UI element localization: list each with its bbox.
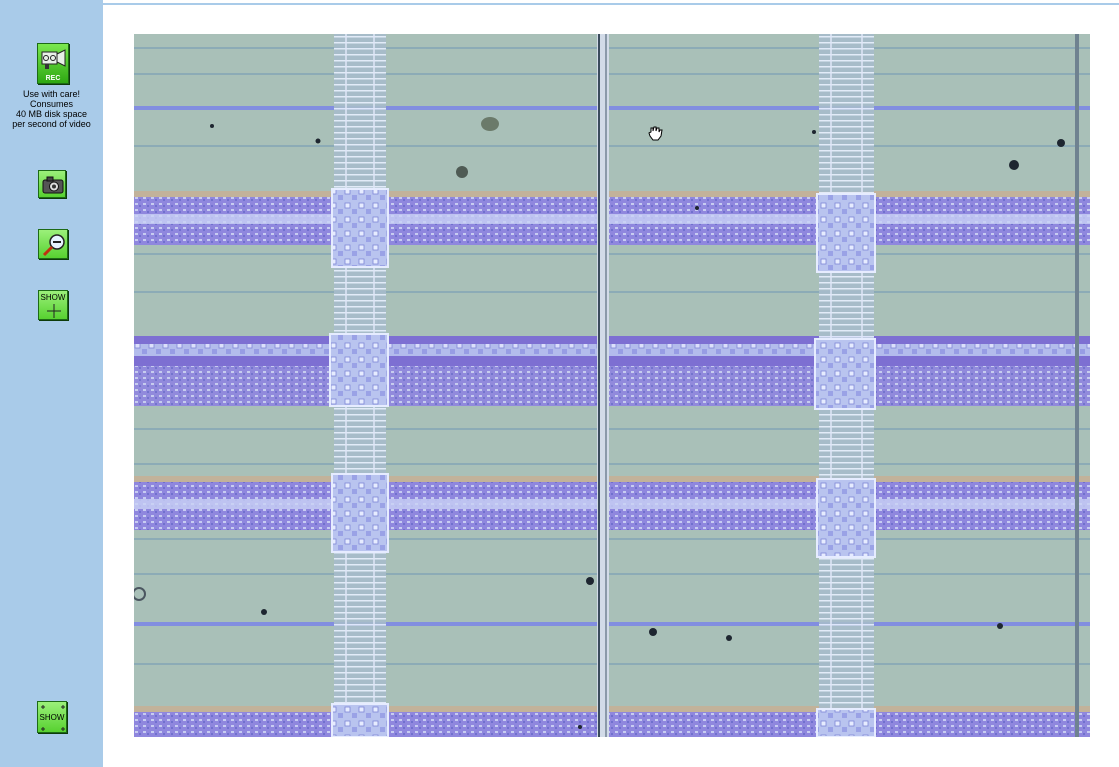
grid-markers-icon <box>41 705 65 731</box>
microscope-video-view[interactable] <box>134 34 1090 737</box>
warning-line: 40 MB disk space <box>15 109 88 119</box>
top-border <box>103 3 1119 5</box>
magnifier-minus-icon <box>42 234 65 257</box>
video-camera-icon <box>41 49 66 69</box>
crosshair-icon <box>47 304 61 318</box>
hand-cursor-icon <box>648 126 663 141</box>
show-grid-label: SHOW <box>39 713 65 722</box>
record-button-label: REC <box>45 75 61 82</box>
show-crosshair-label: SHOW <box>40 293 66 302</box>
warning-line: Use with care! <box>22 89 81 99</box>
show-grid-button[interactable]: SHOW <box>37 701 67 733</box>
record-video-button[interactable]: REC <box>37 43 69 84</box>
chip-die-image <box>134 34 1090 737</box>
recording-warning: Use with care! Consumes 40 MB disk space… <box>0 89 103 129</box>
warning-line: Consumes <box>29 99 74 109</box>
tool-sidebar: REC Use with care! Consumes 40 MB disk s… <box>0 0 103 767</box>
show-crosshair-button[interactable]: SHOW <box>38 290 68 320</box>
zoom-out-button[interactable] <box>38 229 68 259</box>
camera-icon <box>42 176 64 194</box>
snapshot-button[interactable] <box>38 170 66 198</box>
warning-line: per second of video <box>12 119 91 129</box>
